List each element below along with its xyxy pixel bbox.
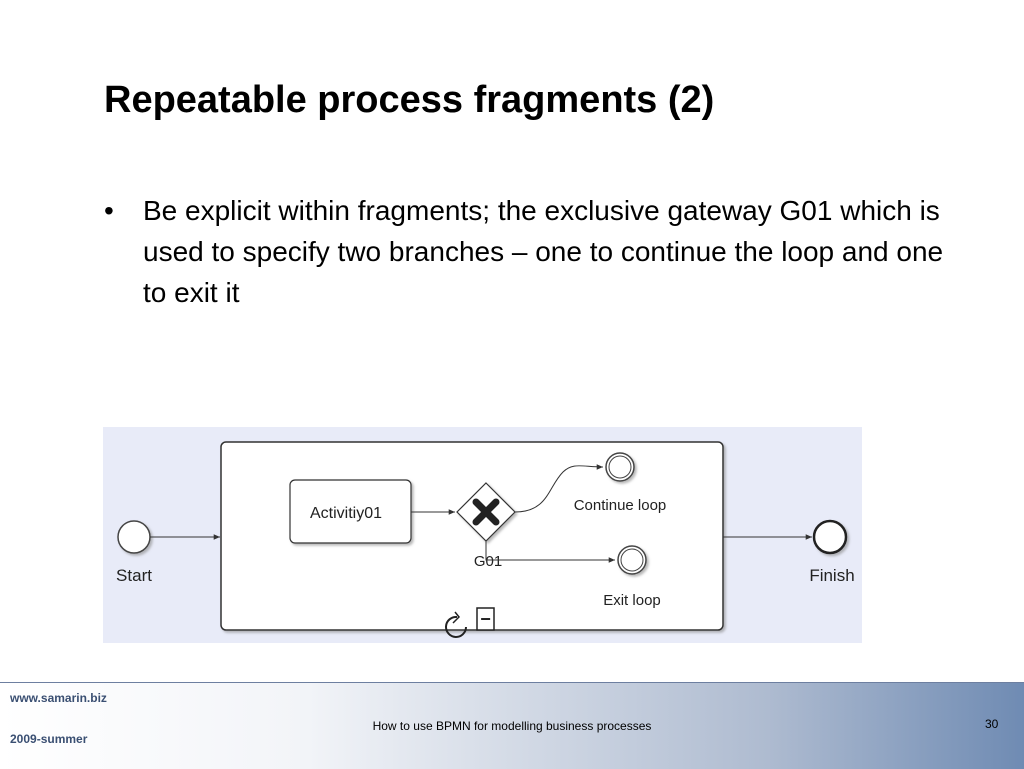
collapse-marker-icon[interactable]	[476, 607, 495, 631]
bullet-item: • Be explicit within fragments; the excl…	[104, 190, 964, 313]
footer-website: www.samarin.biz	[10, 691, 107, 705]
gateway-x-icon	[472, 498, 500, 526]
slide-title: Repeatable process fragments (2)	[104, 79, 715, 121]
continue-loop-end-inner-ring	[608, 455, 632, 479]
activity-label: Activitiy01	[310, 505, 382, 522]
slide-footer: www.samarin.biz 2009-summer How to use B…	[0, 682, 1024, 769]
page-number: 30	[985, 717, 999, 731]
start-label: Start	[116, 566, 152, 585]
finish-end-event[interactable]	[812, 519, 848, 555]
bpmn-diagram: Start Activitiy01 G01 Continue loop Exit…	[103, 427, 862, 643]
exit-loop-label: Exit loop	[603, 592, 661, 609]
exit-loop-end-event[interactable]	[617, 545, 647, 575]
footer-date: 2009-summer	[10, 732, 88, 746]
bpmn-canvas: Start Activitiy01 G01 Continue loop Exit…	[116, 441, 855, 638]
bullet-text: Be explicit within fragments; the exclus…	[143, 195, 944, 308]
collapse-marker-symbol: −	[480, 609, 491, 629]
flow-continue-loop	[514, 464, 604, 513]
continue-loop-label: Continue loop	[574, 497, 667, 514]
exit-loop-end-inner-ring	[620, 548, 644, 572]
loop-marker-icon	[445, 611, 467, 638]
bullet-list: • Be explicit within fragments; the excl…	[104, 190, 964, 313]
continue-loop-end-event[interactable]	[605, 452, 635, 482]
start-event[interactable]	[117, 520, 151, 554]
bullet-marker: •	[104, 195, 114, 226]
footer-caption: How to use BPMN for modelling business p…	[372, 719, 652, 733]
gateway-label: G01	[474, 553, 502, 570]
flow-exit-loop	[485, 541, 615, 563]
finish-label: Finish	[809, 566, 854, 585]
